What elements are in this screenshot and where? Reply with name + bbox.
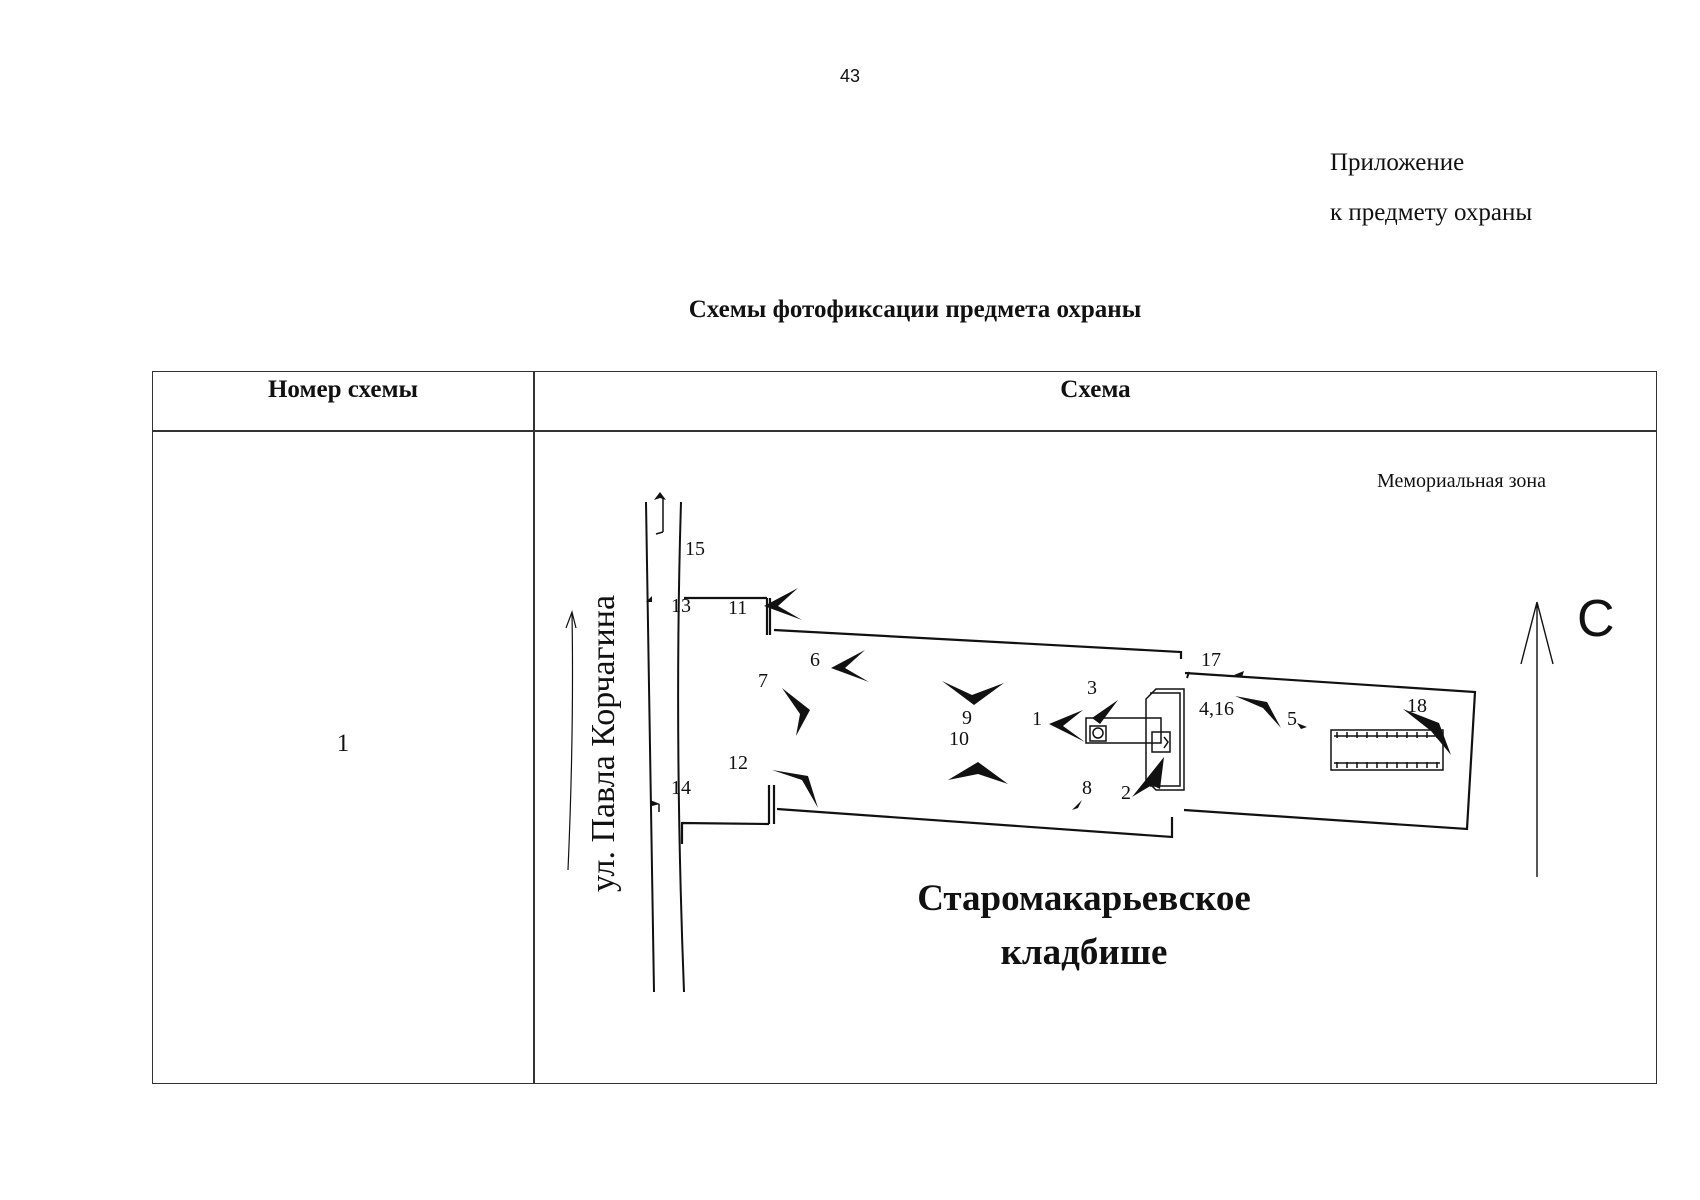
point-label: 17 bbox=[1201, 649, 1221, 671]
scheme-table: Номер схемы Схема 1 bbox=[152, 371, 1657, 1084]
street-edge-left bbox=[645, 501, 655, 993]
point-label: 2 bbox=[1121, 782, 1131, 804]
viewpoint-2 bbox=[1132, 757, 1164, 797]
street-direction-arrow bbox=[565, 609, 577, 871]
viewpoint-3 bbox=[1092, 700, 1118, 724]
header-divider bbox=[153, 430, 1656, 432]
viewpoint-17 bbox=[1234, 671, 1244, 677]
north-label: С bbox=[1577, 590, 1615, 648]
header-scheme: Схема bbox=[1060, 376, 1131, 403]
cemetery-north-wall bbox=[684, 596, 1183, 659]
viewpoint-6 bbox=[831, 650, 869, 682]
viewpoint-18 bbox=[1403, 709, 1451, 755]
point-label: 15 bbox=[685, 538, 705, 560]
viewpoint-15 bbox=[654, 492, 666, 500]
point-label: 7 bbox=[758, 670, 768, 692]
viewpoint-13 bbox=[646, 596, 652, 602]
point-label: 11 bbox=[728, 597, 747, 619]
monument bbox=[1085, 688, 1185, 791]
cemetery-label: Старомакарьевское кладбише bbox=[834, 872, 1334, 980]
viewpoint-10 bbox=[948, 762, 1008, 784]
scheme-number-cell: 1 bbox=[336, 730, 350, 757]
memorial-zone-outline bbox=[1183, 671, 1477, 831]
point-label: 18 bbox=[1407, 695, 1427, 717]
street-label: ул. Павла Корчагина bbox=[585, 595, 622, 892]
appendix-line-1: Приложение bbox=[1330, 149, 1465, 176]
viewpoint-12 bbox=[772, 770, 818, 808]
point-label: 5 bbox=[1287, 708, 1297, 730]
viewpoint-11 bbox=[764, 588, 802, 620]
cemetery-label-line-2: кладбише bbox=[1000, 932, 1168, 973]
viewpoint-7 bbox=[782, 688, 810, 736]
cemetery-label-line-1: Старомакарьевское bbox=[917, 878, 1251, 919]
viewpoint-8 bbox=[1072, 800, 1082, 810]
viewpoint-4-16 bbox=[1235, 696, 1281, 728]
memorial-zone-label: Мемориальная зона bbox=[1377, 470, 1546, 492]
point-label: 14 bbox=[671, 777, 691, 799]
page-number: 43 bbox=[839, 66, 861, 86]
memorial-graves bbox=[1330, 729, 1444, 771]
header-scheme-number: Номер схемы bbox=[267, 376, 419, 403]
street-edge-right bbox=[677, 501, 685, 993]
viewpoint-9 bbox=[942, 681, 1004, 705]
cemetery-south-wall bbox=[680, 785, 1174, 844]
point-label: 3 bbox=[1087, 677, 1097, 699]
appendix-line-2: к предмету охраны bbox=[1330, 199, 1533, 226]
point-label: 12 bbox=[728, 752, 748, 774]
north-arrow bbox=[1520, 601, 1554, 877]
point-label: 8 bbox=[1082, 777, 1092, 799]
scheme-drawing: 1 2 3 4,16 5 6 7 8 9 10 11 12 13 14 15 1… bbox=[534, 432, 1656, 1083]
point-label: 6 bbox=[810, 649, 820, 671]
viewpoint-14 bbox=[650, 800, 660, 806]
viewpoint-5 bbox=[1297, 723, 1307, 729]
column-divider bbox=[533, 372, 535, 1083]
appendix-note: Приложение к предмету охраны bbox=[1330, 138, 1532, 238]
point-label: 4,16 bbox=[1199, 698, 1234, 720]
point-label: 10 bbox=[949, 728, 969, 750]
document-title: Схемы фотофиксации предмета охраны bbox=[688, 296, 1142, 323]
point-label: 13 bbox=[671, 595, 691, 617]
scheme-svg: 1 2 3 4,16 5 6 7 8 9 10 11 12 13 14 15 1… bbox=[565, 470, 1615, 993]
viewpoint-1 bbox=[1049, 710, 1085, 742]
point-label: 9 bbox=[962, 707, 972, 729]
point-label: 1 bbox=[1032, 708, 1042, 730]
